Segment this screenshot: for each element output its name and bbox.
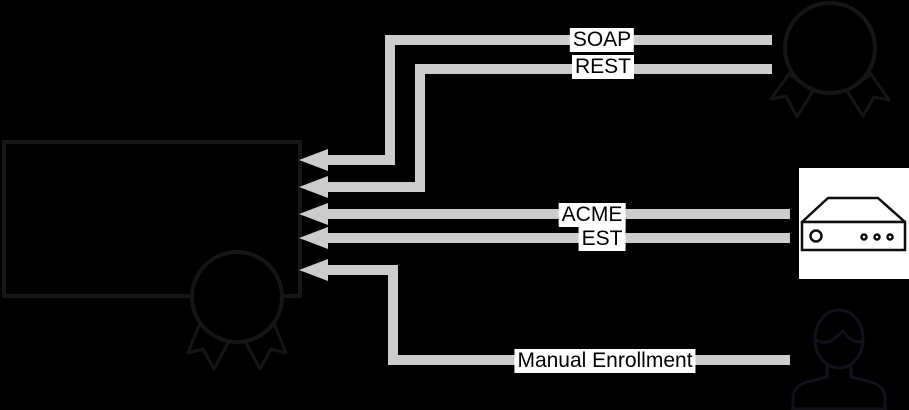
est-arrowhead-icon (299, 227, 328, 249)
person-icon (791, 308, 887, 410)
certificate-seal-icon (186, 250, 288, 371)
acme-connector-horizontal (324, 209, 790, 219)
manual-connector-vertical (388, 265, 398, 365)
manual-connector-shaft (324, 265, 398, 275)
rest-arrowhead-icon (299, 176, 328, 198)
label-acme: ACME (558, 203, 626, 227)
label-est: EST (578, 227, 626, 251)
rest-connector-vertical (415, 64, 425, 192)
soap-arrowhead-icon (299, 149, 328, 171)
server-appliance-card (799, 168, 909, 279)
est-connector-horizontal (324, 233, 790, 243)
rest-connector-shaft (324, 182, 425, 192)
label-soap: SOAP (569, 28, 635, 52)
soap-connector-shaft (324, 155, 395, 165)
server-appliance-icon (800, 196, 907, 252)
label-manual-enrollment: Manual Enrollment (514, 349, 696, 373)
label-rest: REST (571, 55, 635, 79)
acme-arrowhead-icon (299, 203, 328, 225)
certificate-box (2, 140, 302, 298)
manual-arrowhead-icon (299, 259, 328, 281)
soap-connector-vertical (385, 35, 395, 165)
award-ribbon-icon (769, 1, 891, 119)
